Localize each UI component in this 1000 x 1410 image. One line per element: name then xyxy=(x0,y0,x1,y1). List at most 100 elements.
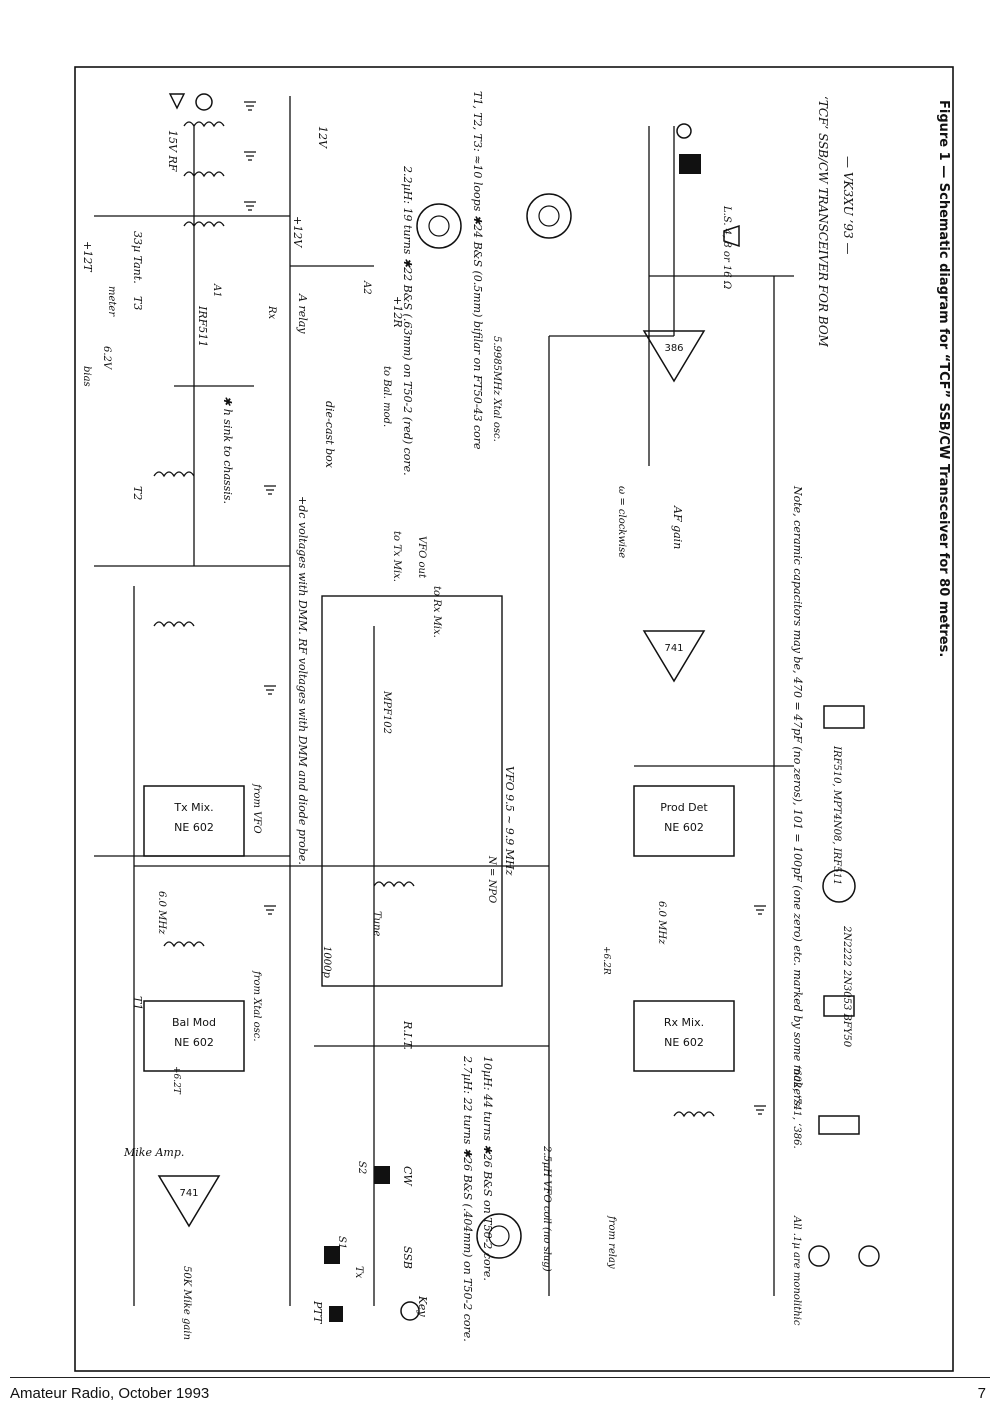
bom-title: ‘TCF’ SSB/CW TRANSCEIVER FOR BOM xyxy=(816,96,830,348)
mosfet-types-label: IRF510, MPT4N08, IRF511 xyxy=(831,745,842,885)
from-relay-label: from relay xyxy=(606,1215,617,1269)
coils xyxy=(153,121,715,1118)
tune-label: Tune xyxy=(371,911,382,937)
to-rx-mix-label: to Rx Mix. xyxy=(431,586,442,638)
page-number: 7 xyxy=(977,1385,986,1402)
prod-det-label: Prod Det xyxy=(660,801,708,814)
ceramic-cap-note: Note, ceramic capacitors may be, 470 = 4… xyxy=(791,485,804,1109)
meter-label: meter xyxy=(106,286,117,317)
transistor-types-label: 2N2222 2N3053 BFY50 xyxy=(841,925,852,1048)
rit-label: R.I.T. xyxy=(401,1020,414,1050)
fet-pinout-icon xyxy=(823,995,855,1017)
author-sign: — VK3XU ’93 — xyxy=(841,156,855,254)
t1-label: T1 xyxy=(131,996,144,1010)
bal-mod-ic: Bal Mod NE 602 xyxy=(143,1000,245,1072)
af-gain-label: AF gain xyxy=(671,505,684,549)
xtal-6mhz-label-tx: 6.0 MHz xyxy=(156,891,167,935)
mike-amp-label: Mike Amp. xyxy=(123,1146,184,1159)
antenna-icon xyxy=(168,93,186,110)
irf511-label: IRF511 xyxy=(196,305,209,347)
toroid-t-cores-sketch xyxy=(526,193,572,239)
s2-label: S2 xyxy=(356,1161,367,1174)
schematic-frame: Tx Mix. NE 602 Bal Mod NE 602 Rx Mix. NE… xyxy=(74,66,954,1372)
t-cores-note: T1, T2, T3: ≈10 loops ✱24 B&S (0.5mm) bi… xyxy=(471,91,484,450)
wiring xyxy=(94,96,794,1306)
ic-types-note: ‘602, ‘741, ‘386. xyxy=(791,1066,802,1149)
headphone-jack-icon xyxy=(679,154,701,174)
tantalum-cap-label: 33µ Tant. xyxy=(131,231,144,284)
vfo-coil-note: 2.5µH VFO coil (no slug) xyxy=(541,1145,552,1272)
rx-relay-label: Rx xyxy=(266,305,277,320)
plus12t-label: +12T xyxy=(81,241,94,273)
s2-switch-icon xyxy=(374,1166,390,1184)
mpf102-label: MPF102 xyxy=(381,690,392,734)
rx-mix-chip: NE 602 xyxy=(664,1036,704,1049)
a2-label: A2 xyxy=(361,280,372,295)
plus62t-label: +6.2T xyxy=(171,1066,181,1095)
bal-mod-label: Bal Mod xyxy=(172,1016,216,1029)
supply-plus12v-label: +12V xyxy=(291,216,304,248)
l22-note: 2.2µH: 19 turns ✱22 B&S (.63mm) on T50-2… xyxy=(401,165,414,476)
bjt-pinout-icon xyxy=(822,869,856,903)
tx-mix-chip: NE 602 xyxy=(174,821,214,834)
mike-gain-label: 50K Mike gain xyxy=(181,1266,192,1340)
xtal-osc-label: 5.9985MHz Xtal osc. xyxy=(491,336,502,442)
rf-voltage-label: 15V RF xyxy=(166,130,179,172)
antenna-connector-icon xyxy=(195,93,213,111)
to-bal-mod-label: to Bal. mod. xyxy=(381,366,392,427)
t3-label: T3 xyxy=(131,296,144,310)
t2-label: T2 xyxy=(131,486,144,500)
mike-amp-chip: 741 xyxy=(179,1188,198,1199)
tx-label: Tx xyxy=(353,1266,364,1279)
headphone-icon xyxy=(676,123,692,139)
s1-switch-icon xyxy=(324,1246,340,1264)
toroid-27uh-sketch xyxy=(476,1213,522,1259)
tx-mix-label: Tx Mix. xyxy=(173,801,213,814)
af-preamp-chip: 741 xyxy=(664,643,683,654)
mike-amp-opamp: 741 Mike Amp. xyxy=(123,1146,221,1228)
rx-mix-label: Rx Mix. xyxy=(664,1016,704,1029)
bias-label: bias xyxy=(81,366,92,387)
af-preamp-opamp: 741 xyxy=(642,630,706,683)
prod-det-ic: Prod Det NE 602 xyxy=(633,785,735,857)
bal-mod-chip: NE 602 xyxy=(174,1036,214,1049)
supply-12v-label: 12V xyxy=(316,126,329,149)
ic-pinout-icon xyxy=(818,1115,860,1135)
a1-label: A1 xyxy=(211,283,222,298)
drawing-border xyxy=(74,66,954,1372)
ptt-switch-icon xyxy=(329,1306,343,1322)
tx-mix-ic: Tx Mix. NE 602 xyxy=(143,785,245,857)
key-jack-icon xyxy=(400,1301,420,1321)
die-cast-label: die-cast box xyxy=(323,401,336,469)
figure-caption: Figure 1 — Schematic diagram for “TCF” S… xyxy=(936,100,951,657)
to-tx-mix-label: to Tx Mix. xyxy=(391,531,402,582)
footer-rule xyxy=(10,1377,990,1378)
af-power-amp-chip: 386 xyxy=(664,343,683,354)
heatsink-note: ✱ h sink to chassis. xyxy=(221,396,234,504)
l27-note: 2.7µH: 22 turns ✱26 B&S (.404mm) on T50-… xyxy=(461,1055,474,1342)
a-relay-label: A relay xyxy=(296,293,309,334)
zener-label: 6.2V xyxy=(101,346,112,371)
monolithic-note: All .1µ are monolithic xyxy=(791,1215,802,1326)
ptt-label: PTT xyxy=(311,1300,324,1325)
schematic-diagram: Tx Mix. NE 602 Bal Mod NE 602 Rx Mix. NE… xyxy=(74,66,954,1372)
plus62r-label: +6.2R xyxy=(601,946,611,975)
mosfet-pinout-icon xyxy=(823,705,865,729)
cw-label: CW xyxy=(401,1166,414,1187)
footer-publication: Amateur Radio, October 1993 xyxy=(10,1385,210,1402)
vfo-die-cast-box xyxy=(321,595,503,987)
prod-det-chip: NE 602 xyxy=(664,821,704,834)
from-vfo-label: from VFO xyxy=(251,783,262,834)
from-xtal-label: from Xtal osc. xyxy=(251,970,262,1042)
s1-label: S1 xyxy=(336,1236,347,1249)
capacitor-103-icon xyxy=(858,1245,880,1267)
speaker-icon xyxy=(723,224,740,248)
rx-mix-ic: Rx Mix. NE 602 xyxy=(633,1000,735,1072)
l10-note: 10µH: 44 turns ✱26 B&S on T50-2 core. xyxy=(481,1056,494,1281)
vfo-out-label: VFO out xyxy=(416,536,427,579)
capacitor-104-icon xyxy=(808,1245,830,1267)
cap-1000p-label: 1000p xyxy=(321,946,332,978)
vfo-range-note: VFO 9.5 ~ 9.9 MHz xyxy=(503,766,516,876)
ground-symbols xyxy=(244,101,766,1115)
